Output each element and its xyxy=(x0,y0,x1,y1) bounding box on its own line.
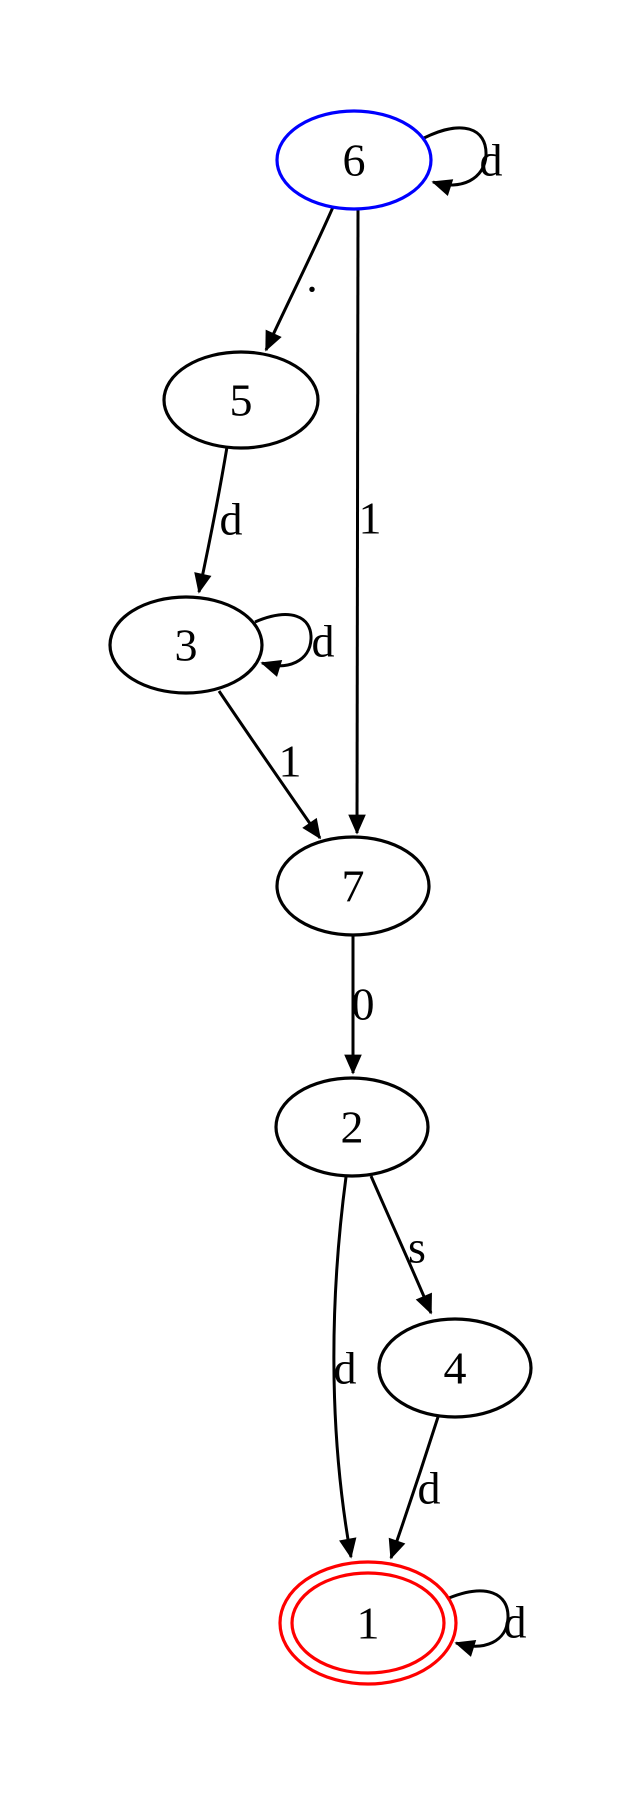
transition-label: s xyxy=(408,1222,426,1273)
transition-arrow xyxy=(264,206,335,352)
edge-6-7: 1 xyxy=(348,209,382,835)
state-node-2: 2 xyxy=(274,1076,430,1178)
state-label: 1 xyxy=(357,1598,380,1649)
state-node-1: 1 xyxy=(278,1560,458,1686)
state-ellipse xyxy=(274,1076,430,1178)
transition-label: d xyxy=(220,494,243,545)
transition-label: 0 xyxy=(352,979,375,1030)
transition-label: d xyxy=(480,135,503,186)
edge-3-7: 1 xyxy=(217,690,322,840)
self-loop-arrow xyxy=(254,613,313,677)
state-label: 4 xyxy=(444,1343,467,1394)
state-ellipse-inner xyxy=(290,1571,446,1675)
state-label: 7 xyxy=(342,861,365,912)
edge-7-2: 0 xyxy=(344,936,375,1075)
nodes-layer: 6 5 3 7 2 4 1 xyxy=(108,109,533,1686)
state-ellipse xyxy=(377,1317,533,1419)
state-node-7: 7 xyxy=(275,835,431,937)
edge-2-1: d xyxy=(332,1176,357,1559)
transition-arrow xyxy=(348,209,366,835)
transition-arrow xyxy=(194,446,229,594)
transition-label: d xyxy=(334,1343,357,1394)
state-label: 3 xyxy=(175,620,198,671)
state-node-4: 4 xyxy=(377,1317,533,1419)
state-label: 5 xyxy=(230,375,253,426)
state-node-6: 6 xyxy=(275,109,433,211)
transition-label: d xyxy=(418,1463,441,1514)
state-ellipse xyxy=(275,835,431,937)
state-label: 2 xyxy=(341,1102,364,1153)
edge-4-1: d xyxy=(388,1416,441,1560)
transition-label: . xyxy=(306,251,318,302)
edge-1-1: d xyxy=(448,1589,527,1657)
self-loop-arrow xyxy=(448,1589,510,1657)
state-ellipse xyxy=(278,1560,458,1686)
transition-arrow xyxy=(369,1175,433,1315)
transition-arrow xyxy=(332,1176,357,1559)
edge-6-6: d xyxy=(423,126,503,196)
state-ellipse xyxy=(108,595,264,695)
state-ellipse xyxy=(162,350,320,450)
transition-label: d xyxy=(504,1597,527,1648)
transition-label: 1 xyxy=(359,493,382,544)
edge-6-5: . xyxy=(264,206,335,352)
state-ellipse xyxy=(275,109,433,211)
edges-layer: d. 1 d d 1 0 s d d d xyxy=(194,126,527,1657)
transition-label: d xyxy=(312,616,335,667)
edge-2-4: s xyxy=(369,1175,433,1315)
edge-3-3: d xyxy=(254,613,335,677)
transition-arrow xyxy=(388,1416,440,1560)
transition-label: 1 xyxy=(279,736,302,787)
transition-arrow xyxy=(217,690,322,840)
state-label: 6 xyxy=(343,135,366,186)
state-node-5: 5 xyxy=(162,350,320,450)
state-node-3: 3 xyxy=(108,595,264,695)
self-loop-arrow xyxy=(423,126,488,196)
edge-5-3: d xyxy=(194,446,243,594)
